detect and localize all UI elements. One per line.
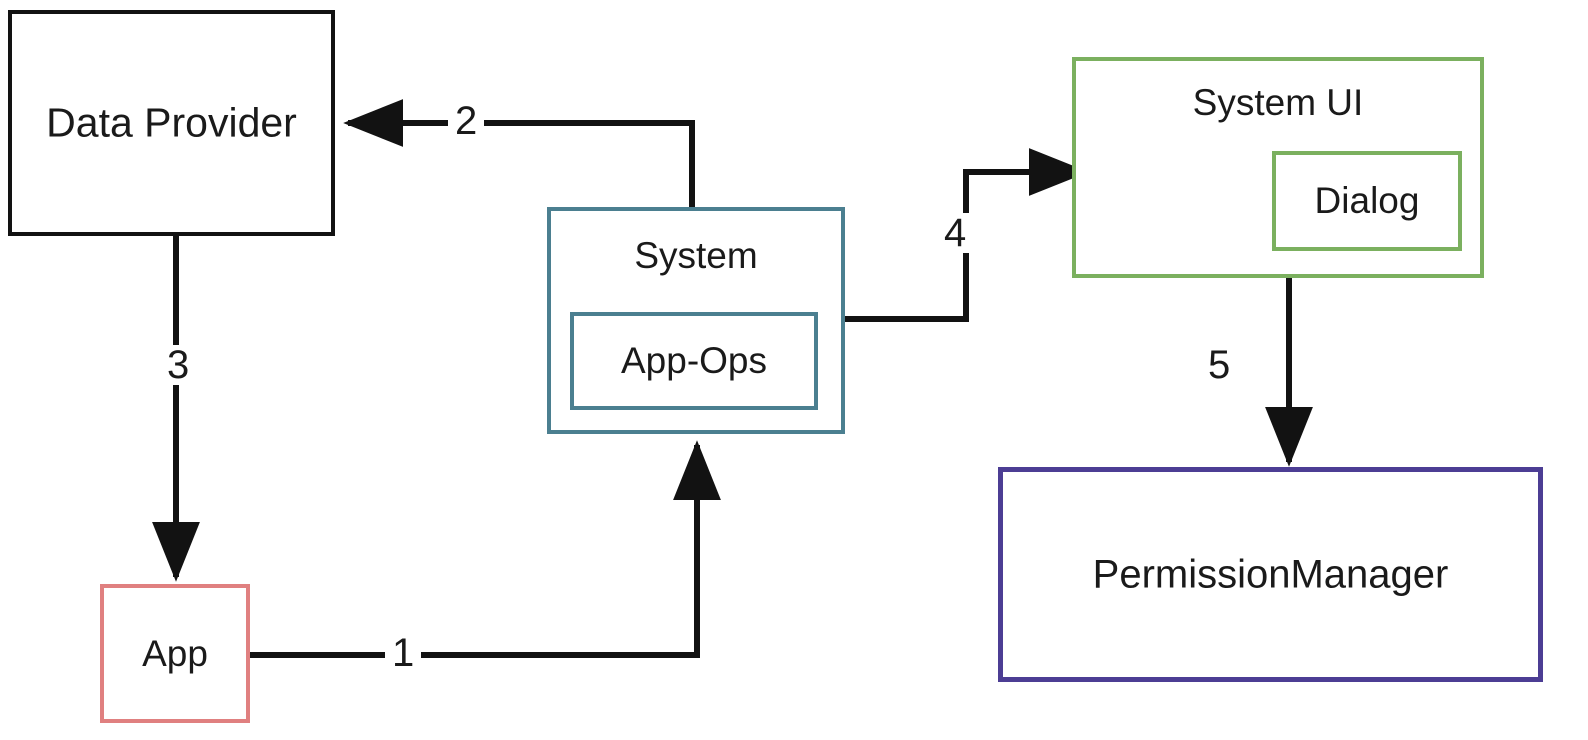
- node-system-ui-label: System UI: [1192, 82, 1364, 123]
- node-app-ops-label: App-Ops: [620, 340, 767, 381]
- node-dialog: Dialog: [1272, 151, 1462, 251]
- edge-label-4: 4: [937, 213, 974, 253]
- node-dialog-label: Dialog: [1314, 180, 1420, 221]
- node-data-provider-label: Data Provider: [46, 99, 297, 146]
- edge-label-1: 1: [385, 633, 422, 673]
- edge-1: [250, 440, 721, 658]
- edge-label-5: 5: [1201, 345, 1238, 385]
- edge-label-3: 3: [160, 345, 197, 385]
- node-permission-manager-label: PermissionManager: [1092, 552, 1449, 596]
- node-app-label: App: [142, 632, 208, 674]
- edge-label-2: 2: [448, 101, 485, 141]
- node-app: App: [100, 584, 250, 723]
- edge-2: [343, 99, 695, 207]
- node-system-label: System: [634, 235, 758, 276]
- node-data-provider: Data Provider: [8, 10, 335, 236]
- node-permission-manager: PermissionManager: [998, 467, 1543, 682]
- node-app-ops: App-Ops: [570, 312, 818, 410]
